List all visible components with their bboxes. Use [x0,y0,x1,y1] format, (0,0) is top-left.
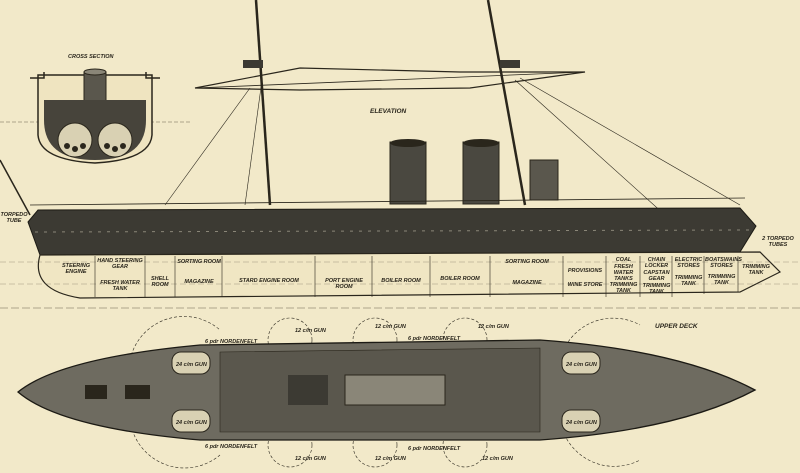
compartment-label: SORTING ROOM [505,259,549,265]
compartment-label: CAPSTAN GEAR [643,270,670,282]
torpedo-tubes-fwd-label: 2 TORPEDO TUBES [762,236,794,248]
cross-section-title: CROSS SECTION [68,54,115,60]
compartment-label: TRIMMING TANK [742,264,770,276]
gun-12-label: 12 c/m GUN [295,328,327,334]
gun-24-label: 24 c/m GUN [565,420,598,426]
compartment-label: BOATSWAINS STORES [705,257,742,269]
nordenfelt-label: 6 pdr NORDENFELT [408,446,461,452]
compartment-label: TRIMMING TANK [707,274,736,286]
compartment-label: TRIMMING TANK [674,275,703,287]
compartment-label: SHELL ROOM [150,276,170,288]
gun-12-label: 12 c/m GUN [478,324,510,330]
compartment-label: BOILER ROOM [440,276,480,282]
gun-24-label: 24 c/m GUN [175,420,208,426]
gun-12-label: 12 c/m GUN [295,456,327,462]
elevation-title: ELEVATION [370,108,407,115]
compartment-label: HAND STEERING GEAR [97,258,143,270]
elevation-view: ELEVATION [0,0,800,299]
compartment-label: STARD ENGINE ROOM [239,278,299,284]
compartment-label: FRESH WATER TANKS [613,264,634,282]
compartment-label: CHAIN LOCKER [644,257,669,269]
gun-12-label: 12 c/m GUN [482,456,514,462]
compartment-label: MAGAZINE [184,279,214,285]
compartment-label: BOILER ROOM [381,278,421,284]
torpedo-tube-aft-label: TORPEDO TUBE [0,212,28,224]
nordenfelt-label: 6 pdr NORDENFELT [205,444,258,450]
compartment-label: SORTING ROOM [177,259,221,265]
compartment-label: COAL [615,257,632,263]
compartment-label: FRESH WATER TANK [100,280,140,292]
compartment-label: TRIMMING TANK [642,283,671,295]
gun-24-label: 24 c/m GUN [175,362,208,368]
gun-12-label: 12 c/m GUN [375,456,407,462]
compartment-label: PORT ENGINE ROOM [325,278,363,290]
compartment-label: TRIMMING TANK [609,282,638,294]
compartment-label: PROVISIONS [567,268,603,274]
compartment-label: STEERING ENGINE [61,263,91,275]
compartment-label: WINE STORE [567,282,603,288]
gun-12-label: 12 c/m GUN [375,324,407,330]
nordenfelt-label: 6 pdr NORDENFELT [408,336,461,342]
compartment-label: MAGAZINE [512,280,542,286]
nordenfelt-label: 6 pdr NORDENFELT [205,339,258,345]
cross-section: CROSS SECTION [0,54,190,164]
upper-deck-plan: UPPER DECK 24 c/m GUN 24 c/m GUN 24 c/m … [16,316,757,469]
gun-24-label: 24 c/m GUN [565,362,598,368]
upper-deck-title: UPPER DECK [655,323,699,330]
compartment-label: ELECTRIC STORES [674,257,703,269]
